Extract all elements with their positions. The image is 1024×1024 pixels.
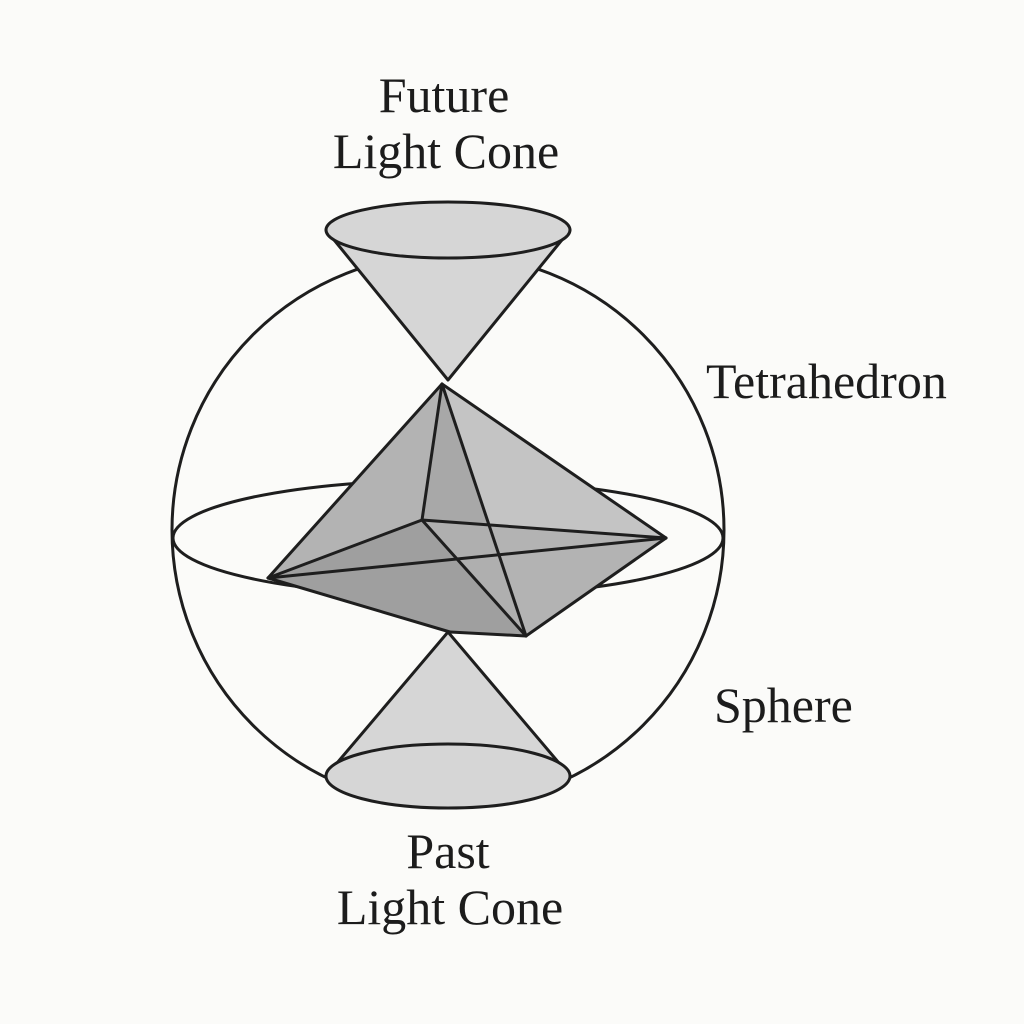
future-cone-rim <box>324 200 572 260</box>
sphere-label: Sphere <box>714 677 853 733</box>
past-light-cone <box>324 630 572 810</box>
past-cone-rim <box>324 742 572 810</box>
future-light-cone-label-line2: Light Cone <box>333 123 559 179</box>
future-light-cone <box>324 200 572 382</box>
past-light-cone-label-line2: Light Cone <box>337 879 563 935</box>
tetrahedron-edges <box>266 382 668 638</box>
past-light-cone-label-line1: Past <box>406 823 489 879</box>
tetrahedron-face-bottom <box>268 520 526 636</box>
future-light-cone-label-line1: Future <box>379 67 510 123</box>
tetrahedron-solid <box>266 382 668 638</box>
tetrahedron-label: Tetrahedron <box>706 353 947 409</box>
tetrahedron-face-base <box>422 520 666 636</box>
